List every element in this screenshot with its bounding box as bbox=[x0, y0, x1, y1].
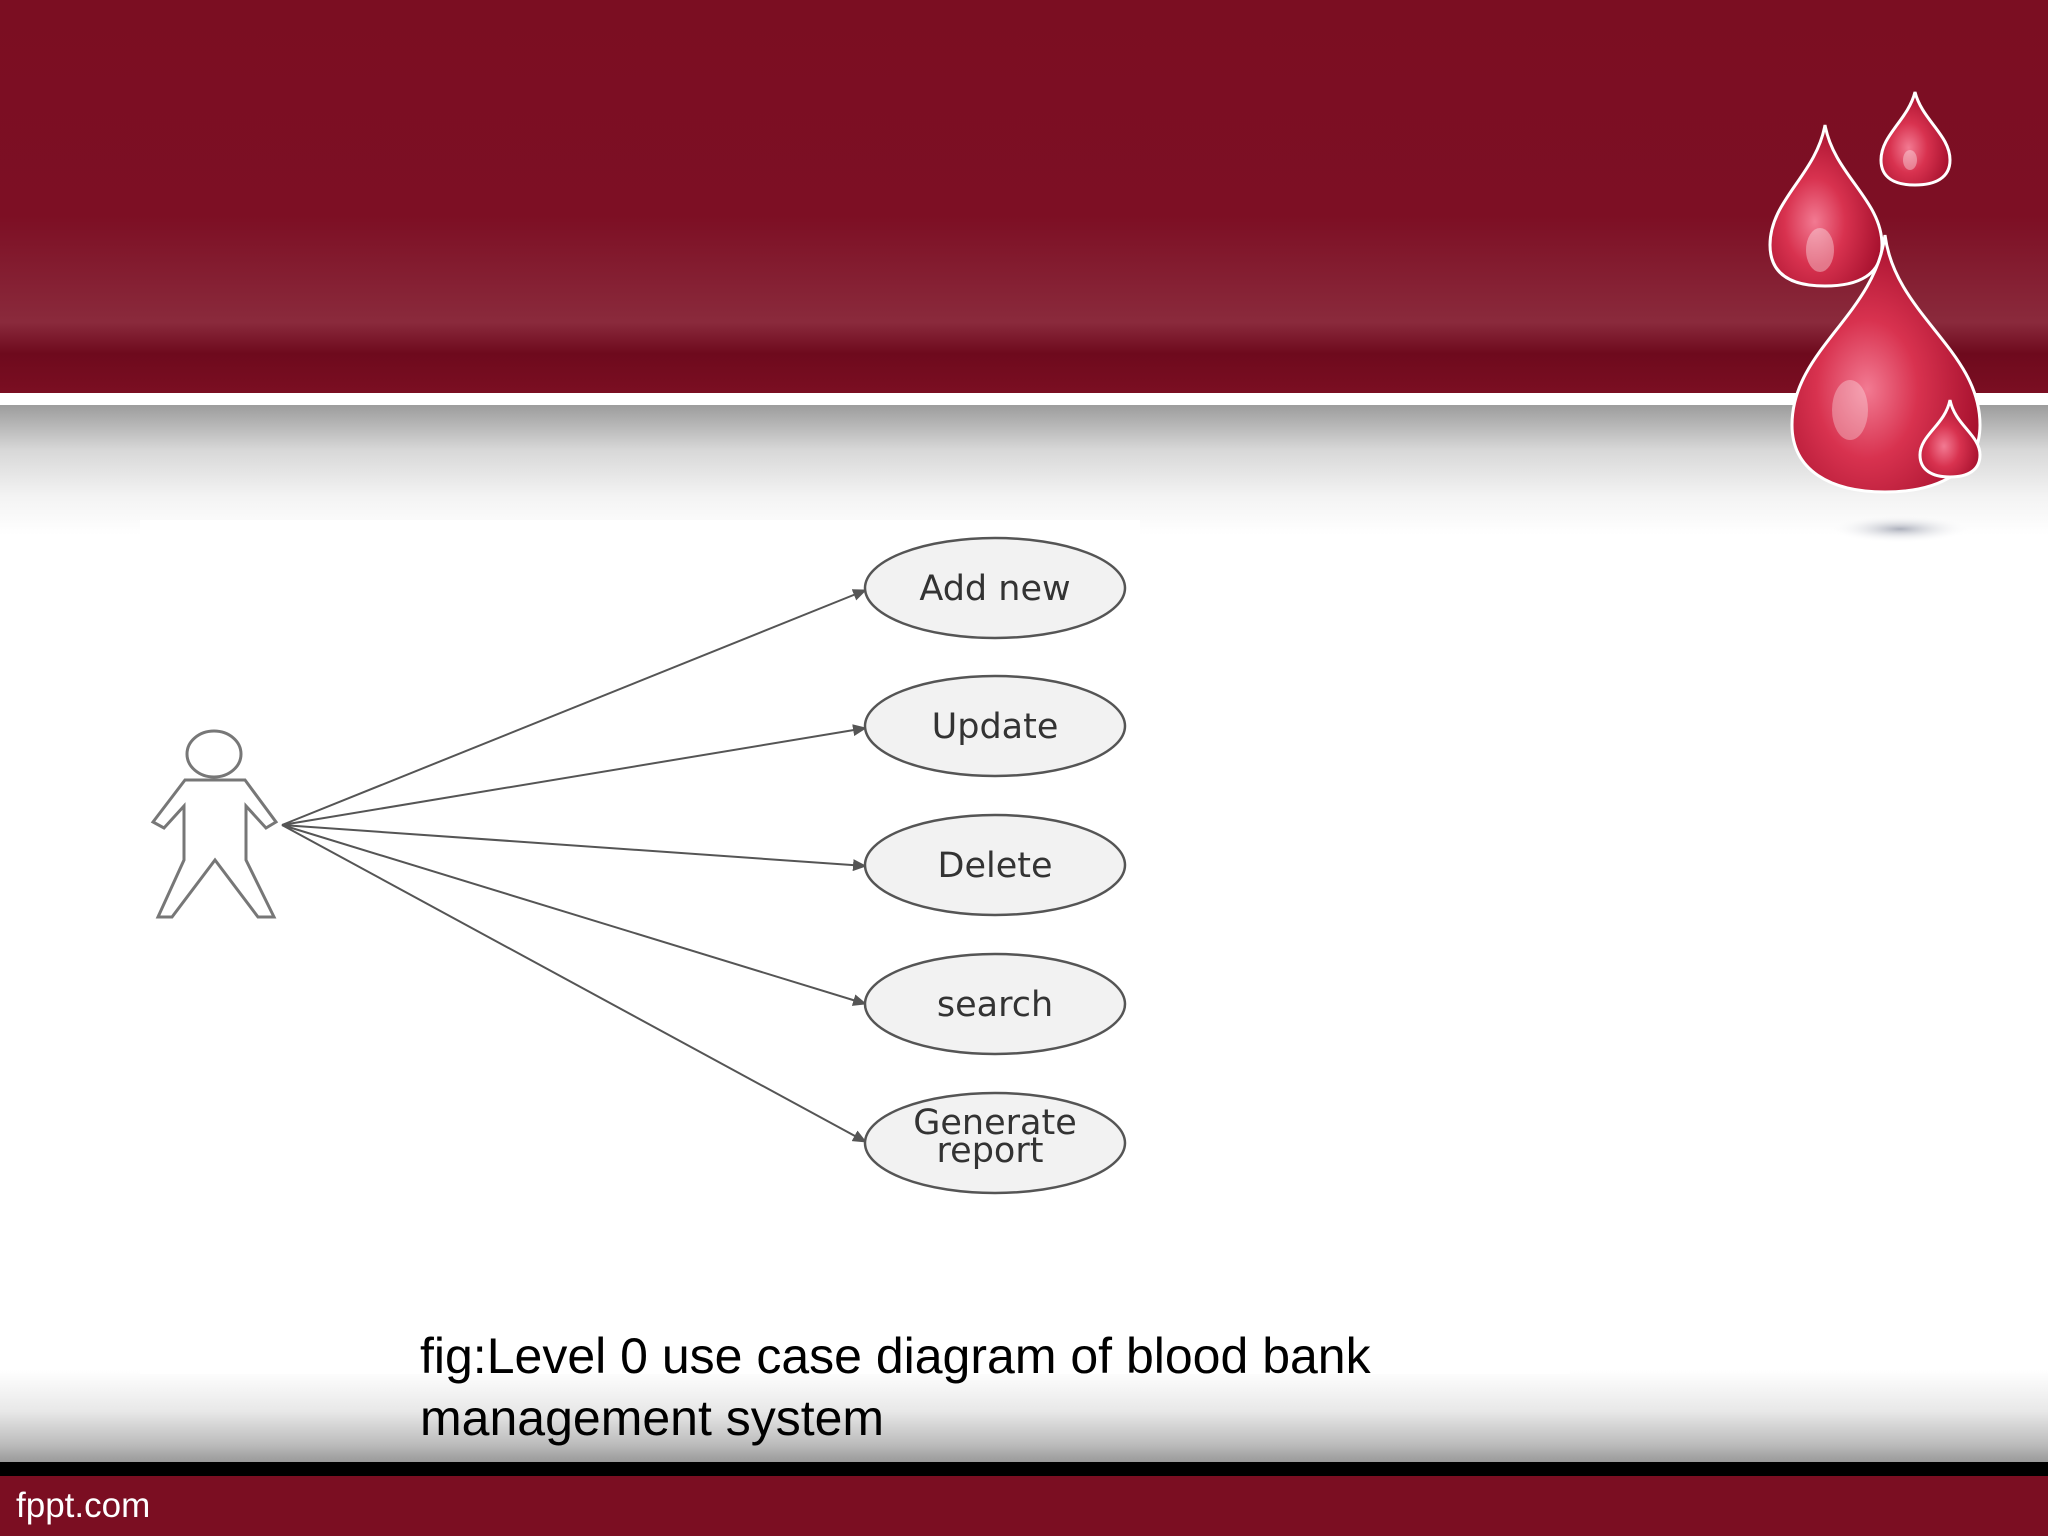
use-case-label: Delete bbox=[938, 846, 1053, 886]
use-case-label-line2: report bbox=[937, 1131, 1044, 1171]
use-case-label: Update bbox=[932, 707, 1059, 747]
use-case-label: Add new bbox=[919, 569, 1070, 609]
use-case-search: search bbox=[863, 952, 1127, 1056]
caption-line-2: management system bbox=[420, 1390, 885, 1446]
association-add-new bbox=[281, 589, 867, 826]
footer-divider bbox=[0, 1462, 2048, 1476]
actor-icon bbox=[150, 729, 279, 919]
use-case-label-line1: Generate bbox=[913, 1103, 1076, 1143]
caption-line-1: fig:Level 0 use case diagram of blood ba… bbox=[420, 1328, 1371, 1384]
association-generate-report bbox=[281, 824, 867, 1143]
use-case-label: search bbox=[937, 985, 1053, 1025]
use-case-update: Update bbox=[863, 674, 1127, 778]
association-update bbox=[281, 724, 867, 826]
use-case-delete: Delete bbox=[863, 813, 1127, 917]
association-search bbox=[281, 824, 867, 1006]
use-case-generate-report: Generate report bbox=[863, 1091, 1127, 1195]
footer-brand: fppt.com bbox=[16, 1486, 151, 1525]
use-case-add-new: Add new bbox=[863, 536, 1127, 640]
header-band bbox=[0, 0, 2048, 393]
association-delete bbox=[281, 824, 867, 872]
figure-caption: fig:Level 0 use case diagram of blood ba… bbox=[420, 1325, 1420, 1449]
header-divider bbox=[0, 393, 2048, 405]
caption-background bbox=[140, 1340, 1570, 1374]
blood-drops-icon bbox=[1768, 91, 1982, 543]
bottom-fade bbox=[0, 1370, 2048, 1462]
header-shadow bbox=[0, 405, 2048, 535]
footer-band bbox=[0, 1476, 2048, 1536]
